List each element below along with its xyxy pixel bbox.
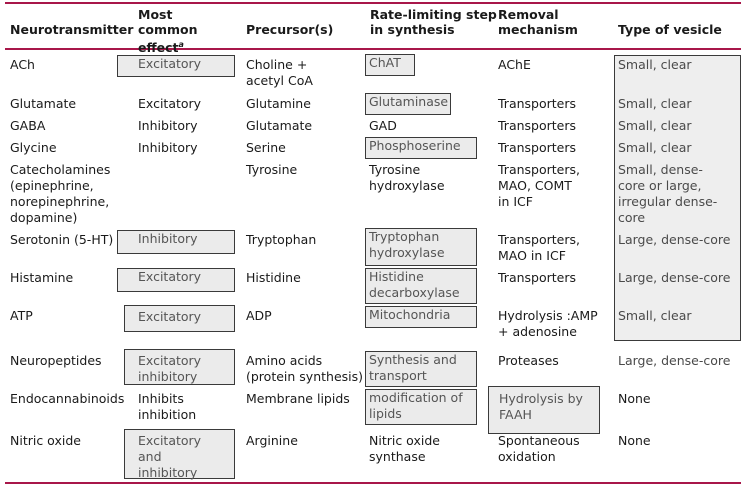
cell-vesicle: Large, dense-core bbox=[618, 232, 731, 247]
cell-vesicle: Small, clear bbox=[618, 57, 692, 72]
cell-effect: Inhibits inhibition bbox=[138, 391, 197, 422]
cell-removal: Proteases bbox=[498, 353, 559, 368]
header-removal: Removal mechanism bbox=[498, 7, 578, 37]
cell-vesicle: Small, clear bbox=[618, 118, 692, 133]
cell-effect-boxed: Excitatory inhibitory bbox=[124, 349, 235, 385]
cell-removal: Transporters bbox=[498, 140, 576, 155]
cell-removal: Hydrolysis :AMP + adenosine bbox=[498, 308, 598, 339]
cell-rate-boxed: Synthesis and transport bbox=[365, 351, 477, 387]
cell-vesicle: Small, clear bbox=[618, 140, 692, 155]
table-top-rule bbox=[5, 2, 741, 4]
cell-effect: Inhibitory bbox=[138, 118, 198, 133]
cell-rate-boxed: Glutaminase bbox=[365, 93, 451, 115]
cell-rate-boxed: modification of lipids bbox=[365, 389, 477, 425]
cell-name: Glycine bbox=[10, 140, 57, 155]
cell-vesicle: None bbox=[618, 391, 651, 406]
cell-vesicle: Small, clear bbox=[618, 308, 692, 323]
cell-precursor: Tryptophan bbox=[246, 232, 317, 247]
cell-vesicle: Small, clear bbox=[618, 96, 692, 111]
cell-name: Catecholamines (epinephrine, norepinephr… bbox=[10, 162, 111, 225]
cell-rate: Nitric oxide synthase bbox=[369, 433, 440, 464]
cell-effect: Inhibitory bbox=[138, 140, 198, 155]
cell-removal: Spontaneous oxidation bbox=[498, 433, 580, 464]
cell-effect: Excitatory bbox=[138, 96, 202, 111]
table-header-rule bbox=[5, 48, 741, 50]
cell-name: Glutamate bbox=[10, 96, 77, 111]
cell-effect-boxed: Excitatory and inhibitory bbox=[124, 429, 235, 480]
header-neurotransmitter: Neurotransmitter bbox=[10, 22, 134, 37]
cell-name: Histamine bbox=[10, 270, 74, 285]
cell-name: Serotonin (5-HT) bbox=[10, 232, 114, 247]
header-effect: Most common effecta bbox=[138, 7, 198, 55]
cell-name: Neuropeptides bbox=[10, 353, 102, 368]
cell-vesicle: Small, dense- core or large, irregular d… bbox=[618, 162, 718, 225]
cell-name: ACh bbox=[10, 57, 35, 72]
cell-rate-boxed: Histidine decarboxylase bbox=[365, 268, 477, 304]
cell-vesicle: Large, dense-core bbox=[618, 353, 731, 368]
cell-precursor: Tyrosine bbox=[246, 162, 298, 177]
cell-precursor: Glutamate bbox=[246, 118, 313, 133]
cell-removal: Transporters, MAO, COMT in ICF bbox=[498, 162, 580, 209]
cell-rate-boxed: ChAT bbox=[365, 54, 415, 76]
cell-name: Nitric oxide bbox=[10, 433, 81, 448]
table-bottom-rule bbox=[5, 482, 741, 484]
cell-precursor: Membrane lipids bbox=[246, 391, 350, 406]
cell-removal: AChE bbox=[498, 57, 531, 72]
cell-effect-boxed: Excitatory bbox=[117, 55, 235, 77]
cell-vesicle: None bbox=[618, 433, 651, 448]
cell-rate-boxed: Mitochondria bbox=[365, 306, 477, 328]
cell-precursor: Serine bbox=[246, 140, 286, 155]
header-rate-limiting-step: Rate-limiting step in synthesis bbox=[370, 7, 497, 37]
cell-precursor: Choline + acetyl CoA bbox=[246, 57, 313, 88]
cell-vesicle: Large, dense-core bbox=[618, 270, 731, 285]
cell-rate: GAD bbox=[369, 118, 397, 133]
cell-name: GABA bbox=[10, 118, 46, 133]
cell-precursor: Histidine bbox=[246, 270, 301, 285]
cell-effect-boxed: Excitatory bbox=[124, 305, 235, 332]
cell-removal: Transporters bbox=[498, 270, 576, 285]
vesicle-highlight-box bbox=[614, 55, 741, 341]
header-effect-text: Most common effect bbox=[138, 7, 198, 56]
header-effect-footnote: a bbox=[178, 40, 184, 49]
cell-name: Endocannabinoids bbox=[10, 391, 125, 406]
cell-precursor: Glutamine bbox=[246, 96, 311, 111]
cell-precursor: ADP bbox=[246, 308, 272, 323]
cell-effect-boxed: Inhibitory bbox=[117, 230, 235, 254]
cell-precursor: Amino acids (protein synthesis) bbox=[246, 353, 364, 384]
cell-effect-boxed: Excitatory bbox=[117, 268, 235, 292]
header-vesicle: Type of vesicle bbox=[618, 22, 722, 37]
cell-rate-boxed: Phosphoserine bbox=[365, 137, 477, 159]
cell-rate: Tyrosine hydroxylase bbox=[369, 162, 445, 193]
cell-removal: Transporters, MAO in ICF bbox=[498, 232, 580, 263]
cell-removal: Transporters bbox=[498, 96, 576, 111]
header-precursor: Precursor(s) bbox=[246, 22, 334, 37]
cell-name: ATP bbox=[10, 308, 33, 323]
cell-precursor: Arginine bbox=[246, 433, 298, 448]
cell-rate-boxed: Tryptophan hydroxylase bbox=[365, 228, 477, 266]
cell-removal: Transporters bbox=[498, 118, 576, 133]
cell-removal-boxed: Hydrolysis by FAAH bbox=[488, 386, 600, 434]
